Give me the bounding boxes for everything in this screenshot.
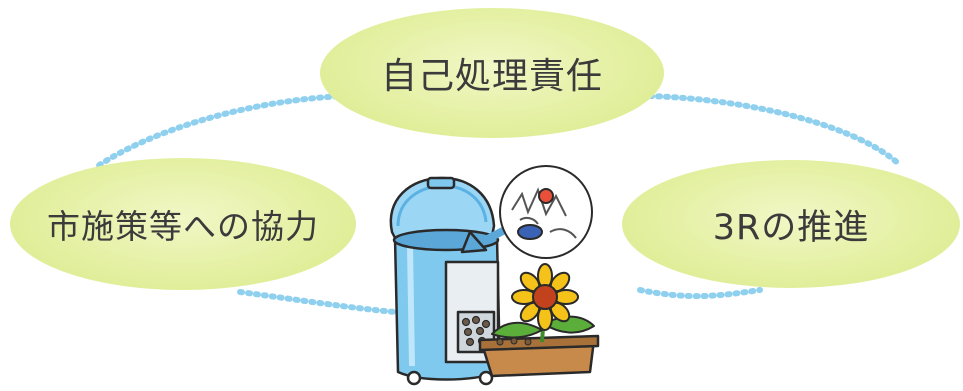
planter-icon (478, 334, 600, 378)
node-cooperation-city-policy: 市施策等への協力 (10, 158, 356, 290)
connector-top-right (647, 93, 903, 168)
food-scraps-icon (499, 165, 593, 259)
dotted-connectors (92, 93, 903, 315)
connector-right-bottom (637, 287, 763, 300)
connector-left-bottom (237, 289, 398, 315)
node-3r-promotion: 3Rの推進 (622, 160, 960, 288)
composter-icon (389, 176, 522, 386)
sunflower-icon (491, 263, 595, 343)
node-label: 自己処理責任 (380, 56, 603, 97)
node-self-responsibility: 自己処理責任 (320, 8, 664, 138)
node-label: 市施策等への協力 (47, 207, 319, 246)
node-label: 3Rの推進 (712, 207, 870, 248)
connector-top-left (92, 93, 348, 171)
